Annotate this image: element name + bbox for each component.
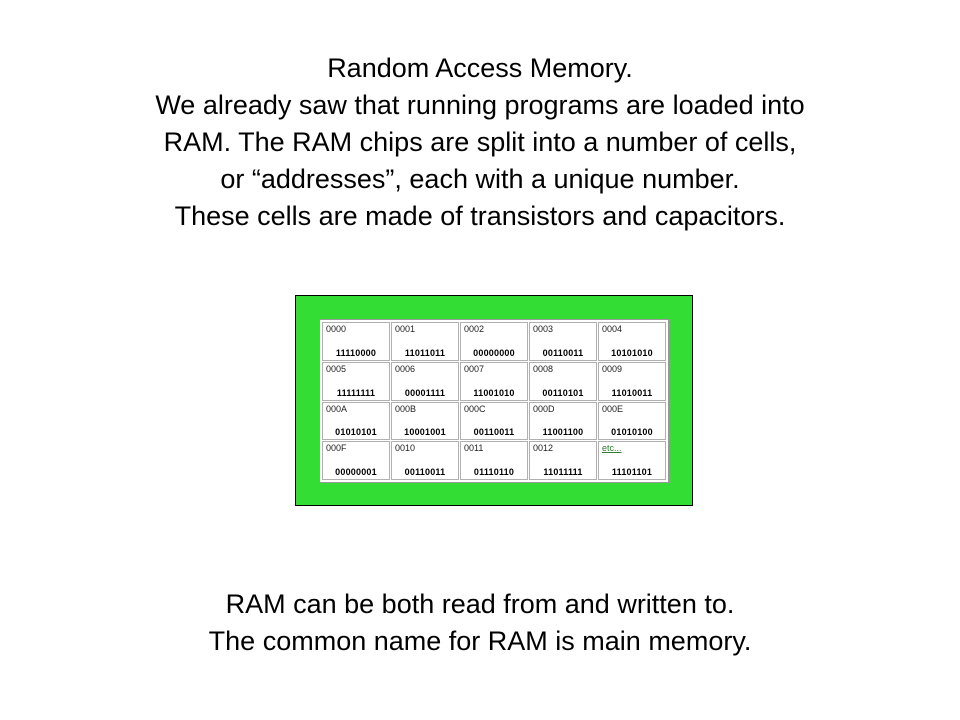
ram-cell: 000F 00000001 [322, 441, 390, 480]
intro-line-4: These cells are made of transistors and … [174, 201, 786, 231]
ram-cell-address: 0007 [464, 363, 485, 374]
ram-cell-address: 000A [326, 403, 348, 414]
ram-cell-address: 0001 [395, 324, 416, 334]
ram-cell-address: 0010 [395, 443, 416, 454]
ram-cell: 0008 00110101 [529, 361, 597, 401]
ram-cell-address: 0000 [326, 324, 347, 334]
ram-cell-address: 0006 [395, 363, 416, 374]
ram-cell-address: 000D [533, 403, 555, 414]
ram-cell-value: 00110011 [404, 467, 446, 477]
intro-line-1: We already saw that running programs are… [155, 90, 805, 120]
ram-cell-address: 0004 [602, 324, 623, 334]
ram-cell-value: 11101101 [611, 467, 653, 477]
ram-cell: 0001 11011011 [391, 322, 459, 361]
ram-cell: 0007 11001010 [460, 361, 528, 401]
ram-cell-value: 11110000 [335, 347, 377, 358]
ram-cell-value: 10001001 [404, 427, 446, 438]
ram-cell: 0012 11011111 [529, 441, 597, 480]
ram-cell-address: 000B [395, 403, 417, 414]
ram-cell-address: 0011 [464, 443, 484, 454]
ram-cell-address: 0012 [533, 443, 554, 454]
ram-cell-address: 000F [326, 443, 347, 454]
ram-cell: 000C 00110011 [460, 401, 528, 441]
ram-cell-address: 000C [464, 403, 486, 414]
ram-cell-value: 10101010 [611, 347, 653, 358]
ram-cell-address: 0005 [326, 363, 347, 374]
ram-cell-value: 01010101 [335, 427, 377, 438]
ram-cell: etc... 11101101 [598, 441, 666, 480]
ram-cell-value: 01010100 [611, 427, 653, 438]
ram-cell-value: 00110101 [542, 387, 584, 398]
outro-line-1: RAM can be both read from and written to… [225, 589, 735, 619]
intro-text: Random Access Memory. We already saw tha… [0, 50, 960, 235]
ram-cell: 0009 11010011 [598, 361, 666, 401]
ram-cell-address: 0002 [464, 324, 485, 334]
ram-cell-value: 01110110 [473, 467, 515, 477]
outro-text: RAM can be both read from and written to… [0, 586, 960, 660]
slide-title: Random Access Memory. [327, 53, 633, 83]
intro-line-3: or “addresses”, each with a unique numbe… [220, 164, 740, 194]
ram-cell: 0011 01110110 [460, 441, 528, 480]
ram-cell: 000E 01010100 [598, 401, 666, 441]
ram-cell: 0004 10101010 [598, 322, 666, 361]
ram-cell-address: 0003 [533, 324, 554, 334]
ram-cell: 0005 11111111 [322, 361, 390, 401]
ram-cell-address: 000E [602, 403, 624, 414]
ram-cell-address: 0008 [533, 363, 554, 374]
intro-line-2: RAM. The RAM chips are split into a numb… [163, 127, 797, 157]
ram-cell-value: 00000001 [335, 467, 377, 477]
ram-cell-value: 00110011 [542, 347, 584, 358]
ram-cell: 0003 00110011 [529, 322, 597, 361]
main-memory-term: main memory. [582, 626, 752, 656]
ram-cell-value: 11001010 [473, 387, 515, 398]
ram-cell-value: 11111111 [336, 387, 376, 398]
ram-cell-value: 00000000 [473, 347, 515, 358]
ram-cell: 0006 00001111 [391, 361, 459, 401]
ram-cell: 000B 10001001 [391, 401, 459, 441]
ram-cell-value: 11011011 [404, 347, 446, 358]
ram-cell-value: 00110011 [473, 427, 515, 438]
outro-line-2-prefix: The common name for RAM is [208, 626, 583, 656]
ram-cell-value: 11001100 [542, 427, 584, 438]
ram-cell: 0002 00000000 [460, 322, 528, 361]
ram-cell-value: 11011111 [543, 467, 583, 477]
outro-line-2: The common name for RAM is main memory. [0, 623, 960, 660]
ram-cell-address: etc... [602, 443, 622, 454]
ram-cell-value: 11010011 [611, 387, 653, 398]
ram-cell: 0000 11110000 [322, 322, 390, 361]
ram-cell: 0010 00110011 [391, 441, 459, 480]
ram-cell-address: 0009 [602, 363, 623, 374]
ram-cell: 000A 01010101 [322, 401, 390, 441]
ram-cell-value: 00001111 [404, 387, 446, 398]
ram-cell: 000D 11001100 [529, 401, 597, 441]
